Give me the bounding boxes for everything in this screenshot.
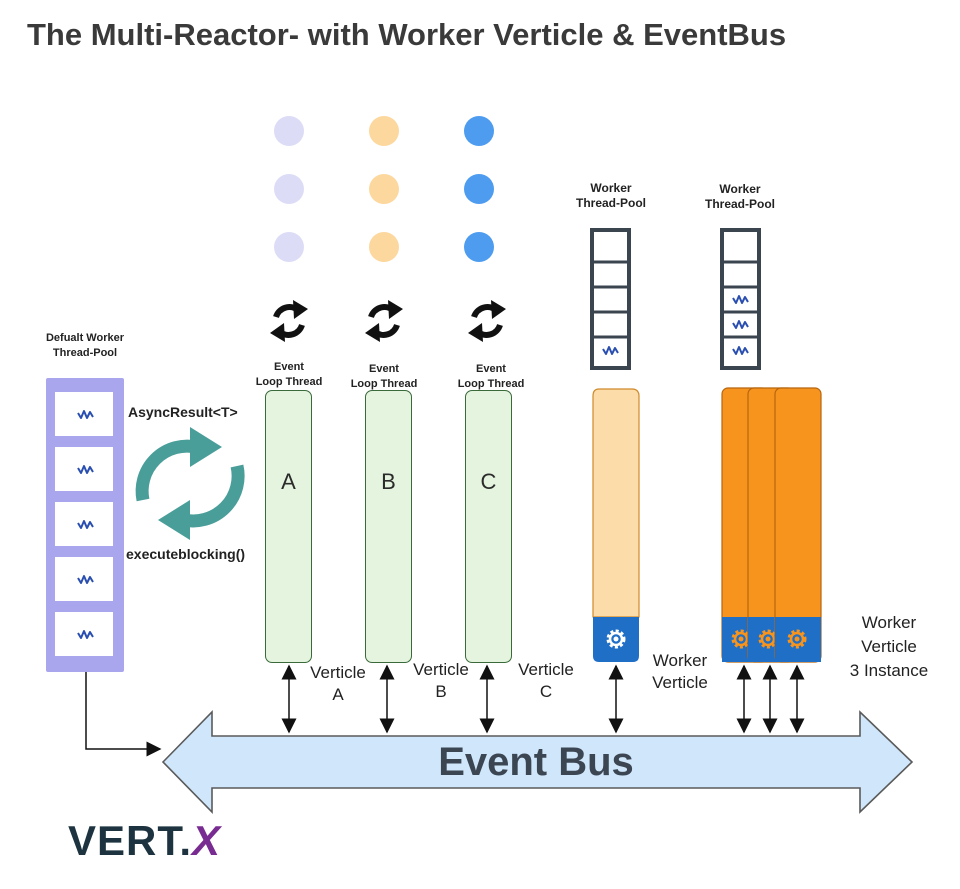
default-worker-pool bbox=[46, 378, 124, 672]
worker-thread-pool-1 bbox=[590, 228, 631, 370]
worker-verticle-instances bbox=[721, 387, 822, 663]
sync-icon-b bbox=[365, 300, 403, 342]
event-loop-thread-label-c: Event Loop Thread bbox=[457, 363, 525, 390]
logo-text-main: VERT. bbox=[68, 817, 193, 864]
event-loop-column-c: C bbox=[465, 390, 512, 663]
event-bus-arrow bbox=[161, 710, 914, 814]
verticle-label-a: Verticle A bbox=[310, 663, 366, 704]
sync-icon-c bbox=[468, 300, 506, 342]
event-loop-column-b: B bbox=[365, 390, 412, 663]
verticle-letter-c: C bbox=[480, 469, 497, 494]
event-loop-thread-label-b: Event Loop Thread bbox=[350, 363, 418, 390]
sync-icon-a bbox=[270, 300, 308, 342]
default-pool-label: Defualt Worker Thread-Pool bbox=[45, 332, 125, 359]
verticle-letter-b: B bbox=[381, 469, 396, 494]
worker-pool-label-1: Worker Thread-Pool bbox=[575, 181, 646, 210]
async-result-label: AsyncResult<T> bbox=[128, 404, 238, 420]
bus-connectors bbox=[281, 664, 805, 734]
worker-instances-label: Worker Verticle 3 Instance bbox=[849, 613, 929, 680]
worker-thread-pool-2 bbox=[720, 228, 761, 370]
page-title: The Multi-Reactor- with Worker Verticle … bbox=[27, 17, 787, 52]
dot-column-peach bbox=[369, 116, 399, 262]
dot-column-lavender bbox=[274, 116, 304, 262]
vertx-logo: VERT.X bbox=[68, 817, 221, 865]
verticle-label-b: Verticle B bbox=[413, 660, 469, 701]
event-bus-label: Event Bus bbox=[438, 740, 634, 784]
pool-to-bus-connector bbox=[85, 672, 162, 757]
dot-column-blue bbox=[464, 116, 494, 262]
logo-text-accent: X bbox=[192, 817, 222, 864]
worker-pool-label-2: Worker Thread-Pool bbox=[704, 182, 775, 211]
worker-verticle-label: Worker Verticle bbox=[652, 651, 708, 692]
event-loop-thread-label-a: Event Loop Thread bbox=[255, 361, 323, 388]
verticle-label-c: Verticle C bbox=[518, 660, 574, 701]
event-loop-column-a: A bbox=[265, 390, 312, 663]
async-cycle-arrows bbox=[135, 427, 245, 540]
verticle-letter-a: A bbox=[281, 469, 296, 494]
execute-blocking-label: executeblocking() bbox=[126, 546, 246, 562]
worker-verticle-column bbox=[592, 388, 640, 662]
